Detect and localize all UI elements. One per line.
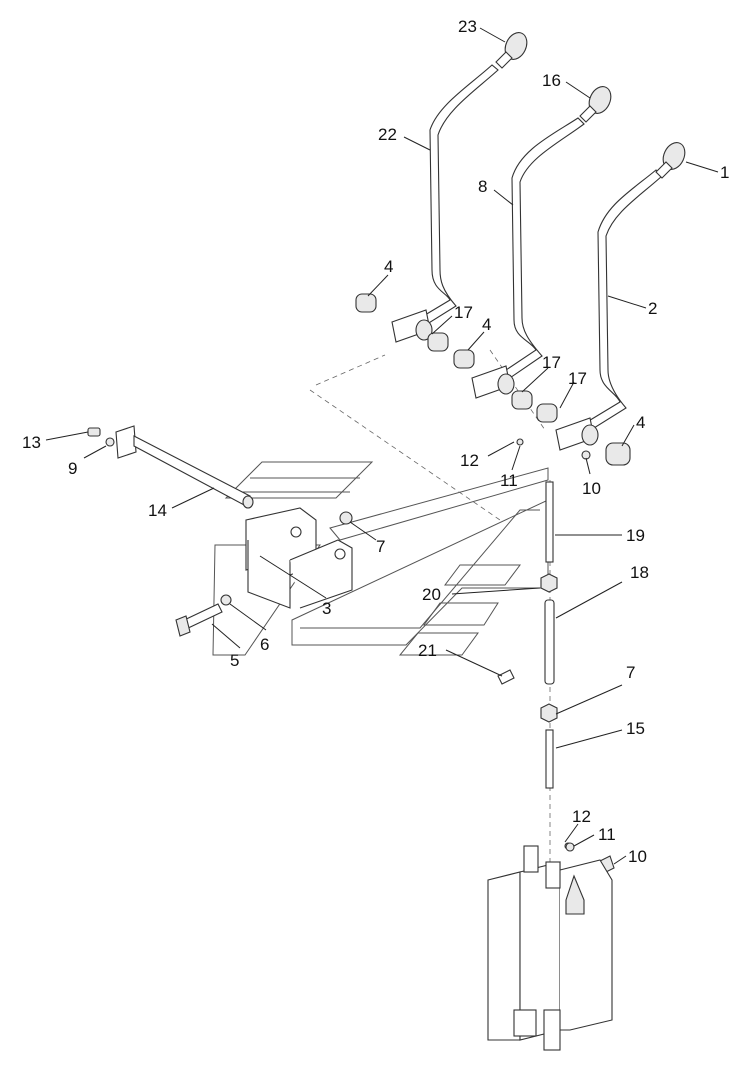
callout-21: 21 [418,641,437,660]
callout-7-upper: 7 [376,537,385,556]
bracket-3 [245,507,353,609]
callout-11-lower: 11 [598,825,616,844]
lever-8 [499,86,612,383]
callout-16: 16 [542,71,561,90]
callout-4-right: 4 [636,413,645,432]
control-rods [497,481,558,789]
callout-10-lower: 10 [628,847,647,866]
callout-23: 23 [458,17,477,36]
callout-5: 5 [230,651,239,670]
callout-8: 8 [478,177,487,196]
callout-17-first: 17 [454,303,473,322]
hydraulic-valve-block [487,845,613,1051]
callout-13: 13 [22,433,41,452]
callout-11-upper: 11 [500,471,518,490]
callout-17-second: 17 [542,353,561,372]
callout-17-third: 17 [568,369,587,388]
callout-22: 22 [378,125,397,144]
pivot-shaft-14 [87,425,254,509]
callout-12-lower: 12 [572,807,591,826]
callout-2: 2 [648,299,657,318]
callout-3: 3 [322,599,331,618]
callout-9: 9 [68,459,77,478]
callout-18: 18 [630,563,649,582]
callout-19: 19 [626,526,645,545]
callout-1: 1 [720,163,729,182]
bolt-5 [175,594,232,637]
small-hardware [516,438,615,875]
lever-2 [581,142,686,434]
callout-labels: 23 16 1 22 8 2 4 17 4 17 17 4 13 9 12 11… [22,17,729,866]
callout-14: 14 [148,501,167,520]
bushings [355,293,631,466]
callout-6: 6 [260,635,269,654]
callout-10-upper: 10 [582,479,601,498]
leader-lines [45,27,719,865]
callout-4-top: 4 [384,257,393,276]
callout-7-lower: 7 [626,663,635,682]
callout-4-middle: 4 [482,315,491,334]
callout-15: 15 [626,719,645,738]
callout-20: 20 [422,585,441,604]
callout-12-upper: 12 [460,451,479,470]
